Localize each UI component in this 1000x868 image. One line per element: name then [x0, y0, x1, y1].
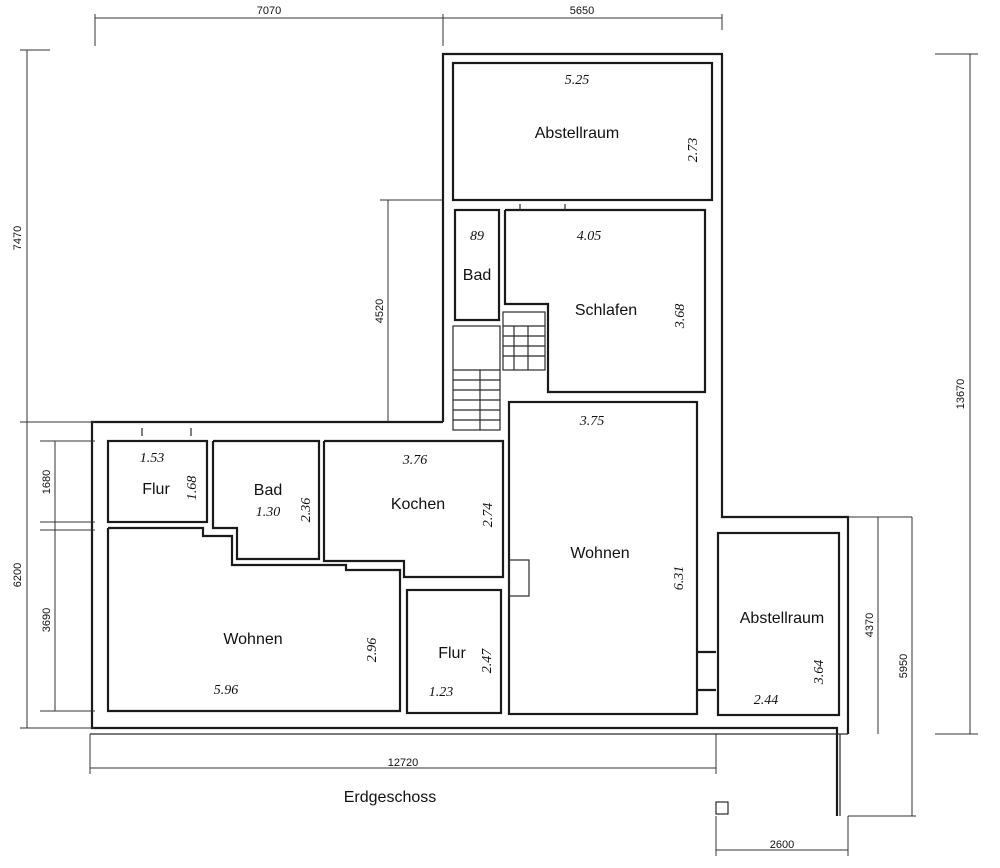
dimension-lines: [20, 14, 978, 856]
room-height: 6.31: [672, 566, 687, 591]
dim-right-total: 13670: [955, 379, 967, 410]
room-width: 2.44: [754, 693, 779, 708]
room-label: Wohnen: [570, 545, 629, 562]
room-width: 1.53: [140, 451, 165, 466]
room-width: 1.30: [256, 505, 281, 520]
room-flur-left: [106, 439, 209, 524]
room-height: 1.68: [185, 476, 200, 501]
room-width: 3.75: [579, 414, 605, 429]
dim-top-right: 5650: [570, 5, 594, 17]
dim-left-6200: 6200: [12, 563, 24, 587]
room-wohnen-center: [507, 400, 699, 716]
room-label: Schlafen: [575, 302, 637, 319]
dim-left-3690: 3690: [41, 608, 53, 632]
room-label: Flur: [438, 645, 466, 662]
staircase: [452, 311, 546, 431]
room-label: Bad: [463, 267, 491, 284]
room-width: 1.23: [429, 685, 454, 700]
room-width: 5.25: [565, 73, 590, 88]
dim-left-1680: 1680: [41, 470, 53, 494]
room-width: 5.96: [214, 683, 239, 698]
outer-walls: [90, 52, 850, 816]
dim-right-5950: 5950: [898, 654, 910, 678]
room-label: Wohnen: [223, 631, 282, 648]
room-abstellraum-right: [716, 531, 841, 717]
room-bad-left: [211, 439, 321, 561]
door-marks: [141, 204, 716, 692]
room-height: 2.36: [299, 498, 314, 523]
room-schlafen: [503, 208, 707, 394]
room-walls: [106, 61, 841, 717]
room-height: 2.47: [480, 648, 495, 674]
room-label: Flur: [142, 481, 170, 498]
room-label: Abstellraum: [535, 125, 619, 142]
dim-top-left: 7070: [257, 5, 281, 17]
room-label: Abstellraum: [740, 610, 824, 627]
room-width: 3.76: [402, 453, 428, 468]
dim-bottom: 12720: [388, 757, 419, 769]
dim-right-4370: 4370: [864, 613, 876, 637]
room-height: 2.73: [686, 138, 701, 163]
dim-left-upper: 7470: [12, 226, 24, 250]
room-height: 3.68: [673, 304, 688, 330]
room-width: 89: [470, 229, 484, 244]
room-flur-bottom: [405, 588, 503, 715]
room-height: 2.74: [481, 503, 496, 528]
room-label: Bad: [254, 482, 282, 499]
room-kochen: [322, 439, 505, 579]
dim-left-mid: 4520: [374, 299, 386, 323]
room-label: Kochen: [391, 496, 445, 513]
room-bad-top: [453, 208, 501, 322]
room-height: 3.64: [812, 660, 827, 686]
room-height: 2.96: [365, 638, 380, 663]
room-abstellraum-top: [451, 61, 714, 202]
dim-bottom-small: 2600: [770, 839, 794, 851]
room-wohnen-left: [106, 526, 402, 713]
plan-title: Erdgeschoss: [344, 789, 437, 806]
room-width: 4.05: [577, 229, 602, 244]
